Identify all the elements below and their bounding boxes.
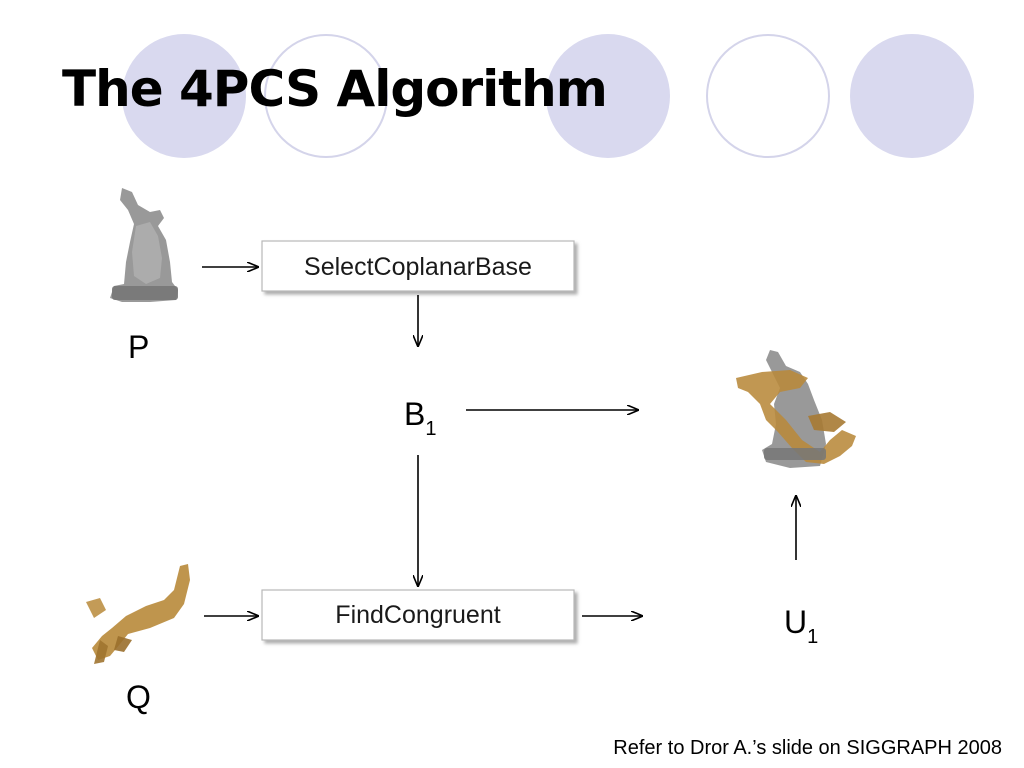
label-p: P [128, 329, 149, 365]
label-b1: B1 [404, 396, 436, 440]
deco-circle-4 [706, 34, 830, 158]
point-cloud-p-image [110, 188, 178, 302]
deco-circle-2 [264, 34, 388, 158]
deco-circle-3 [546, 34, 670, 158]
deco-circle-1 [122, 34, 246, 158]
select-coplanar-base-label: SelectCoplanarBase [304, 253, 532, 281]
find-congruent-box: FindCongruent [261, 589, 575, 641]
point-cloud-q-image [86, 564, 190, 664]
slide-title: The 4PCS Algorithm [62, 60, 608, 118]
label-q: Q [126, 679, 151, 715]
credit-text: Refer to Dror A.’s slide on SIGGRAPH 200… [613, 737, 1002, 759]
label-u1: U1 [784, 604, 818, 648]
find-congruent-label: FindCongruent [335, 601, 500, 629]
select-coplanar-base-box: SelectCoplanarBase [261, 240, 575, 292]
aligned-result-image [736, 350, 856, 468]
deco-circle-5 [850, 34, 974, 158]
